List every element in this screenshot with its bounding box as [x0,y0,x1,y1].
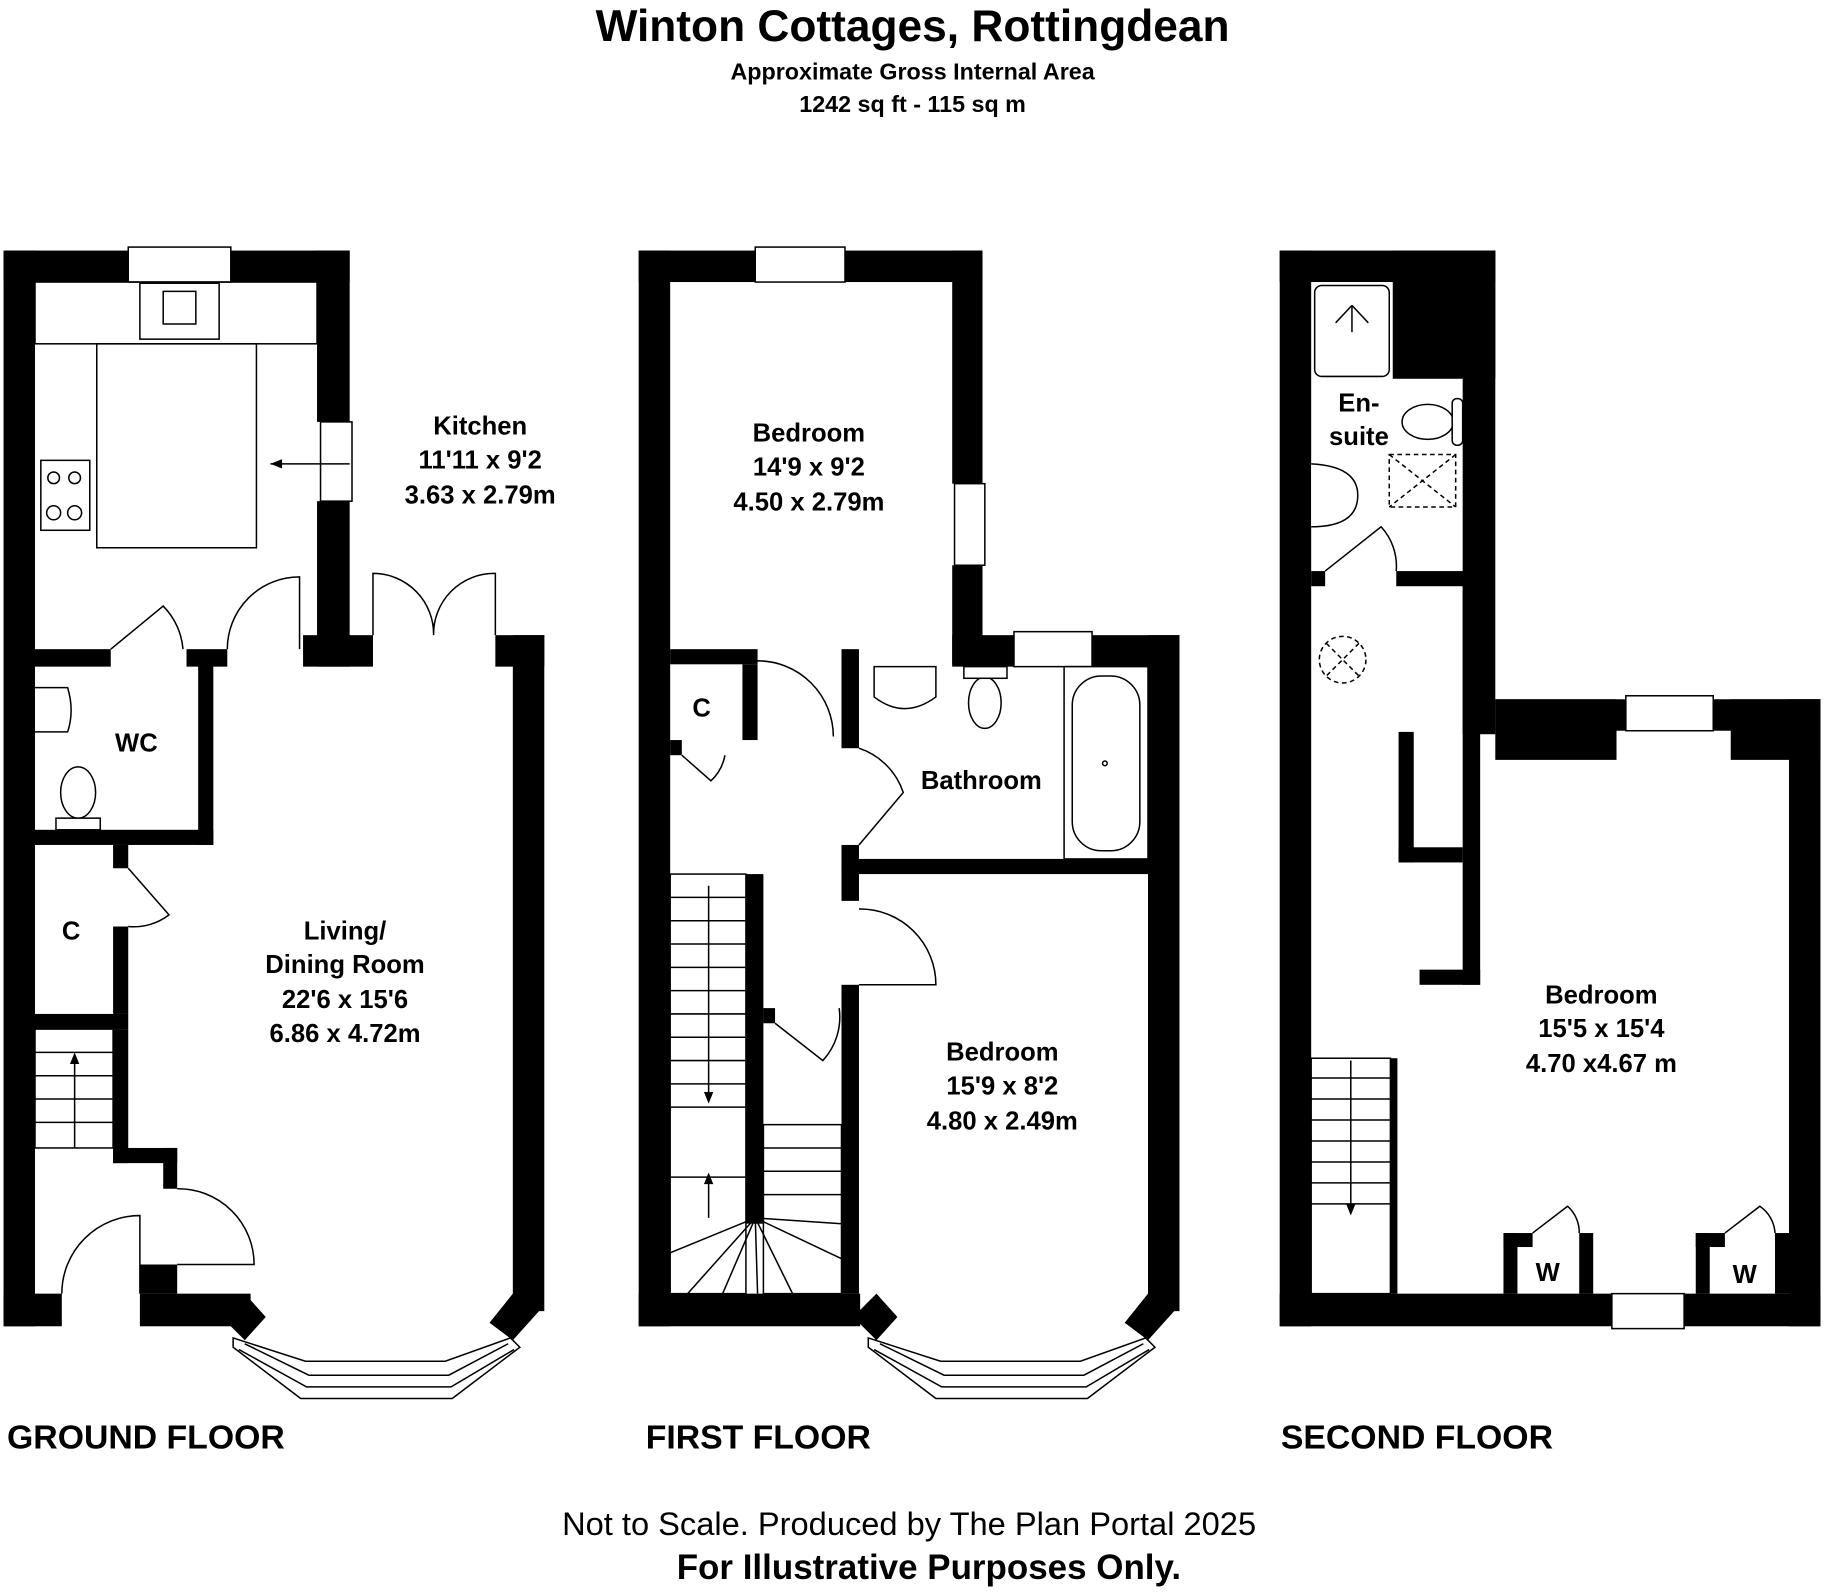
front-window [1611,1292,1685,1330]
bedroom2-door [858,908,937,986]
footer-disclaimer: For Illustrative Purposes Only. [677,1548,1181,1587]
wardrobe-label: W [1733,1261,1758,1289]
kitchen-window [127,246,232,283]
bathroom-door [858,747,905,846]
kitchen-side-window [319,421,353,502]
ground-floor-walls [3,250,545,1341]
bedroom2-label: Bedroom [946,1039,1058,1067]
plan-subtitle: Approximate Gross Internal Area [730,58,1095,84]
french-doors [372,572,497,636]
kitchen-worktop [96,343,258,549]
bath-basin-icon [873,665,937,710]
footer-note: Not to Scale. Produced by The Plan Porta… [562,1505,1256,1542]
bedroom1-imperial: 14'9 x 9'2 [753,454,865,482]
ground-floor-stairs [34,1028,114,1149]
front-door [61,1214,141,1294]
living-imperial: 22'6 x 15'6 [282,986,408,1014]
bedroom-door [757,660,835,737]
second-floor-walls [1279,250,1821,1327]
kitchen-imperial: 11'11 x 9'2 [419,447,542,475]
wc-basin-icon [35,686,72,733]
cupboard-door [681,754,726,782]
first-floor-plan: Bedroom 14'9 x 9'2 4.50 x 2.79m C Bathro… [638,246,1180,1457]
wardrobe-door [1532,1205,1580,1234]
bedroom1-metric: 4.50 x 2.79m [733,488,884,516]
cupboard-label: C [692,695,711,723]
wardrobe-label: W [1536,1259,1561,1287]
ground-floor-plan: Kitchen 11'11 x 9'2 3.63 x 2.79m WC C Li… [3,246,556,1457]
kitchen-door [110,605,184,650]
bedroom3-metric: 4.70 x4.67 m [1526,1050,1677,1078]
bedroom-window [754,246,846,283]
bathroom-label: Bathroom [921,767,1042,795]
living-door [226,576,301,650]
bay-window [867,1336,1157,1400]
ensuite-label-2: suite [1329,423,1389,451]
second-floor-label: SECOND FLOOR [1281,1419,1553,1457]
airing-door [774,1008,841,1062]
bedroom3-label: Bedroom [1545,981,1657,1009]
bedroom-side-window [953,482,986,566]
cupboard-door [127,867,171,928]
wc-label: WC [115,730,158,758]
ensuite-basin-icon [1311,463,1359,528]
gross-area: 1242 sq ft - 115 sq m [799,91,1026,117]
plan-title: Winton Cottages, Rottingdean [596,2,1230,51]
kitchen-metric: 3.63 x 2.79m [405,481,556,509]
ground-floor-label: GROUND FLOOR [7,1419,285,1457]
second-floor-plan: En- suite Bedroom 15'5 x 15'4 4.70 x4.67… [1279,250,1821,1457]
bathroom-window [1013,630,1093,668]
bay-window [232,1336,521,1400]
wardrobe-door [1724,1205,1776,1234]
skylight-icon [1318,635,1367,684]
kitchen-sink-icon [139,282,220,340]
inner-door [177,1187,255,1266]
living-label: Living/ [304,917,387,945]
living-metric: 6.86 x 4.72m [269,1020,420,1048]
bedroom1-label: Bedroom [753,420,865,448]
cupboard-label: C [62,917,81,945]
hob-icon [40,459,91,532]
kitchen-label: Kitchen [433,413,527,441]
second-floor-stairs [1310,1057,1392,1295]
first-floor-walls [638,250,1180,1341]
bedroom2-metric: 4.80 x 2.49m [927,1107,1078,1135]
first-floor-label: FIRST FLOOR [646,1419,871,1457]
ensuite-label: En- [1338,389,1379,417]
ensuite-toilet-icon [1401,403,1455,441]
wc-toilet-icon [59,766,97,819]
first-floor-stairs [669,873,843,1295]
living-label-2: Dining Room [265,951,424,979]
bedroom2-imperial: 15'9 x 8'2 [946,1072,1058,1100]
bath-toilet-icon [967,676,1002,730]
bedroom-window [1625,695,1715,732]
bathtub-icon [1063,665,1149,860]
ensuite-door [1324,525,1398,572]
bedroom3-imperial: 15'5 x 15'4 [1538,1015,1665,1043]
velux-icon [1388,453,1457,508]
